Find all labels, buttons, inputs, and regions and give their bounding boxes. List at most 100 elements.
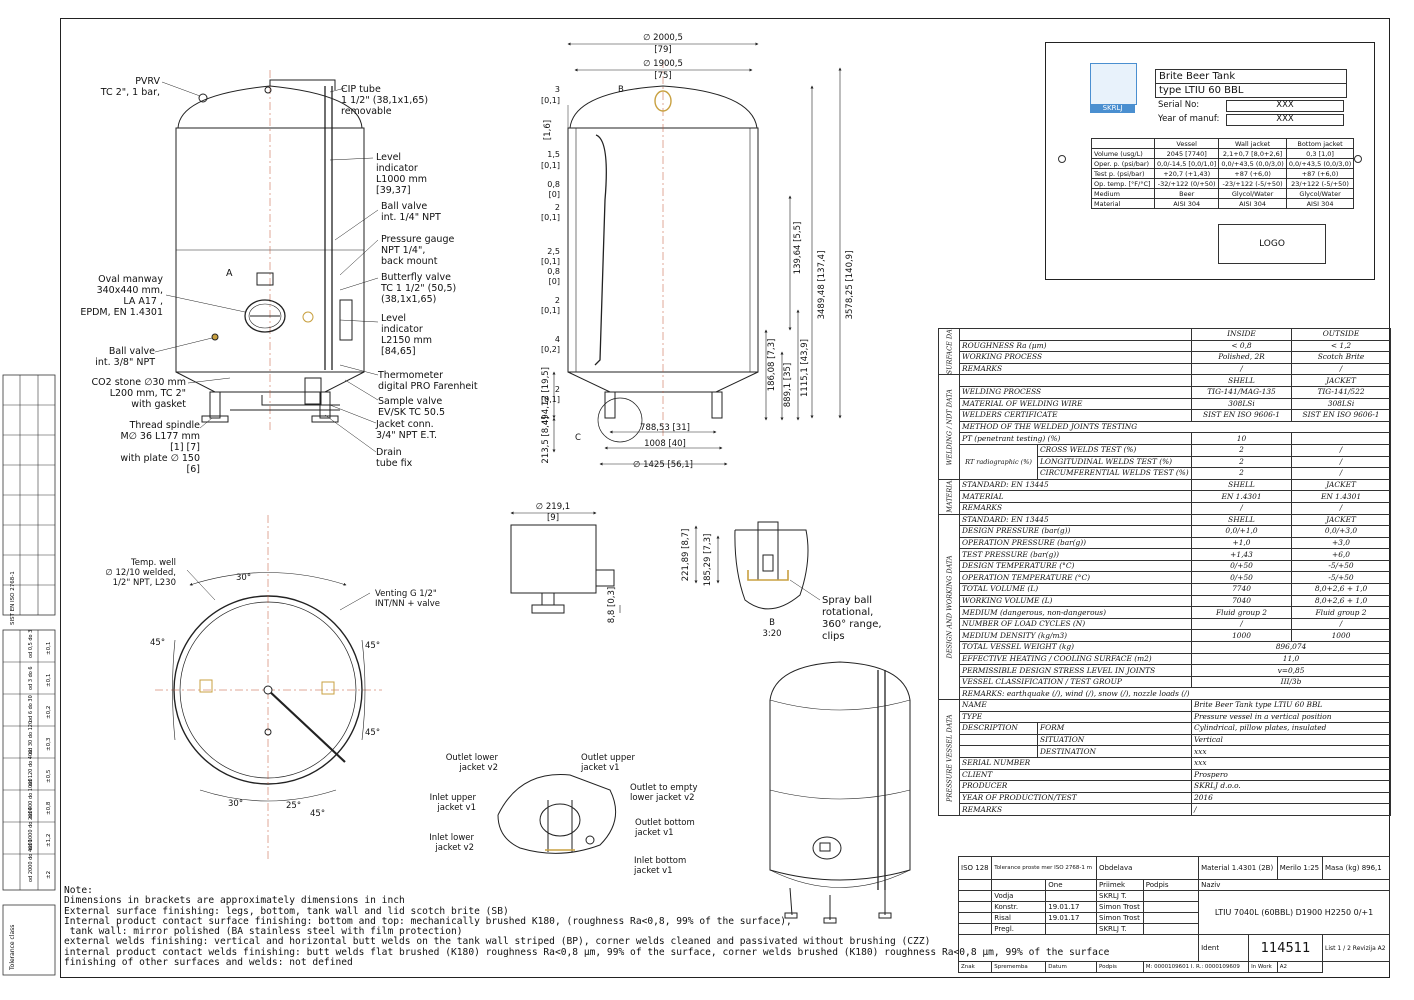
spec-cell: OPERATION TEMPERATURE (°C) <box>959 571 1192 585</box>
tolerance-val: ±1,2 <box>46 834 52 847</box>
spec-cell <box>959 745 1038 758</box>
nameplate-row: Oper. p. (psi/bar)0,0/-14,5 [0,0/1,0]0,0… <box>1091 158 1355 169</box>
tolerance-col: od 120 do 400 <box>28 750 34 786</box>
spec-cell: WORKING VOLUME (L) <box>959 594 1192 608</box>
table-cell: Oper. p. (psi/bar) <box>1091 158 1155 169</box>
tolerance-col: od 0,5 do 3 <box>28 630 34 658</box>
label-jacket-conn: Jacket conn.3/4" NPT E.T. <box>375 419 437 441</box>
spec-cell: INSIDE <box>1191 328 1292 341</box>
spec-cell: < 1,2 <box>1291 339 1391 353</box>
spec-cell: 2 <box>1191 467 1292 480</box>
spec-cell: JACKET <box>1291 374 1391 387</box>
spec-cell: / <box>1291 467 1391 480</box>
label-line: 340x440 mm, <box>97 285 163 296</box>
note-line: Internal product contact surface finishi… <box>64 915 792 927</box>
spec-cell: CROSS WELDS TEST (%) <box>1037 443 1192 457</box>
table-cell: Test p. (psi/bar) <box>1091 168 1155 179</box>
spec-cell: REMARKS <box>959 803 1192 816</box>
spec-row: METHOD OF THE WELDED JOINTS TESTING <box>939 420 1391 434</box>
label-line: [6] <box>187 464 200 475</box>
label-line: back mount <box>381 256 438 267</box>
title-cell <box>1142 901 1200 913</box>
spec-cell: MATERIAL <box>959 490 1192 503</box>
spec-row: DESIGN TEMPERATURE (°C)0/+50-5/+50 <box>939 559 1391 573</box>
note-line: external welds finishing: vertical and h… <box>64 936 931 948</box>
spec-cell: 2016 <box>1191 791 1391 805</box>
label-line: Venting G 1/2" <box>375 589 437 599</box>
angle-45-d: 45° <box>310 809 325 819</box>
angle-30: 30° <box>236 573 251 583</box>
side-tick-label: [0,1] <box>541 96 560 105</box>
spec-cell: 308LSi <box>1291 397 1391 411</box>
label-line: Butterfly valve <box>381 272 451 283</box>
spec-row: ROUGHNESS Ra (µm)< 0,8< 1,2 <box>939 339 1391 353</box>
spec-cell: / <box>1291 362 1391 376</box>
label-line: removable <box>341 106 392 117</box>
label-line: int. 1/4" NPT <box>381 212 441 223</box>
skrlj-logo-text: SKRLJ <box>1090 104 1135 113</box>
spec-cell: +1,0 <box>1191 536 1292 550</box>
dim-h185: 185,29 [7,3] <box>703 534 713 587</box>
dim-h5: 889,1 [35] <box>783 363 793 407</box>
spec-row: TEST PRESSURE (bar(g))+1,43+6,0 <box>939 548 1391 561</box>
table-cell: 0,3 [1,0] <box>1285 148 1355 159</box>
spec-group-design: DESIGN AND WORKING DATA <box>938 514 960 700</box>
label-line: B <box>769 618 775 628</box>
spec-row: REMARKS// <box>939 362 1391 376</box>
spec-row: OPERATION PRESSURE (bar(g))+1,0+3,0 <box>939 536 1391 550</box>
tolerance-val: ±0,5 <box>46 769 52 783</box>
label-line: clips <box>822 631 845 642</box>
dim-d2: ∅ 1900,5 <box>643 59 683 69</box>
spec-row: MEDIUM (dangerous, non-dangerous)Fluid g… <box>939 606 1391 619</box>
dim-h221: 221,89 [8,7] <box>681 529 691 582</box>
spec-cell: Cylindrical, pillow plates, insulated <box>1191 722 1391 735</box>
spec-cell: 11,0 <box>1191 652 1391 666</box>
table-cell: 0,0/-14,5 [0,0/1,0] <box>1153 158 1220 169</box>
table-cell: AISI 304 <box>1153 198 1220 209</box>
side-tick-label: [0,1] <box>541 257 560 266</box>
side-tick-label: 0,8 <box>547 180 560 189</box>
nameplate-row: Volume (usg/L)2045 [7740]2,1+0,7 [8,0+2,… <box>1091 148 1355 159</box>
spec-cell: / <box>1291 455 1391 469</box>
table-cell: AISI 304 <box>1285 198 1355 209</box>
spec-cell: STANDARD: EN 13445 <box>959 478 1192 492</box>
spec-cell: 0,0/+3,0 <box>1291 525 1391 538</box>
side-tick-label: [0,1] <box>541 213 560 222</box>
spec-cell: DESCRIPTION <box>959 722 1038 735</box>
dim-h3: 139,64 [5,5] <box>793 222 803 275</box>
year-value: XXX <box>1226 114 1344 126</box>
spec-cell: / <box>1191 501 1292 515</box>
dim-h4: 186,08 [7,3] <box>767 339 777 392</box>
top-view-tank <box>155 515 382 860</box>
spec-cell <box>959 733 1038 747</box>
spec-cell: / <box>1291 617 1391 631</box>
title-cell: Ident <box>1198 934 1250 962</box>
spec-row: PERMISSIBLE DESIGN STRESS LEVEL IN JOINT… <box>939 664 1391 677</box>
spec-cell: MATERIAL OF WELDING WIRE <box>959 397 1192 411</box>
spec-group-welding: WELDING / NDT DATA <box>938 374 960 480</box>
spec-cell: SHELL <box>1191 513 1292 527</box>
table-cell: AISI 304 <box>1218 198 1287 209</box>
skrlj-logo-icon <box>1090 63 1137 105</box>
